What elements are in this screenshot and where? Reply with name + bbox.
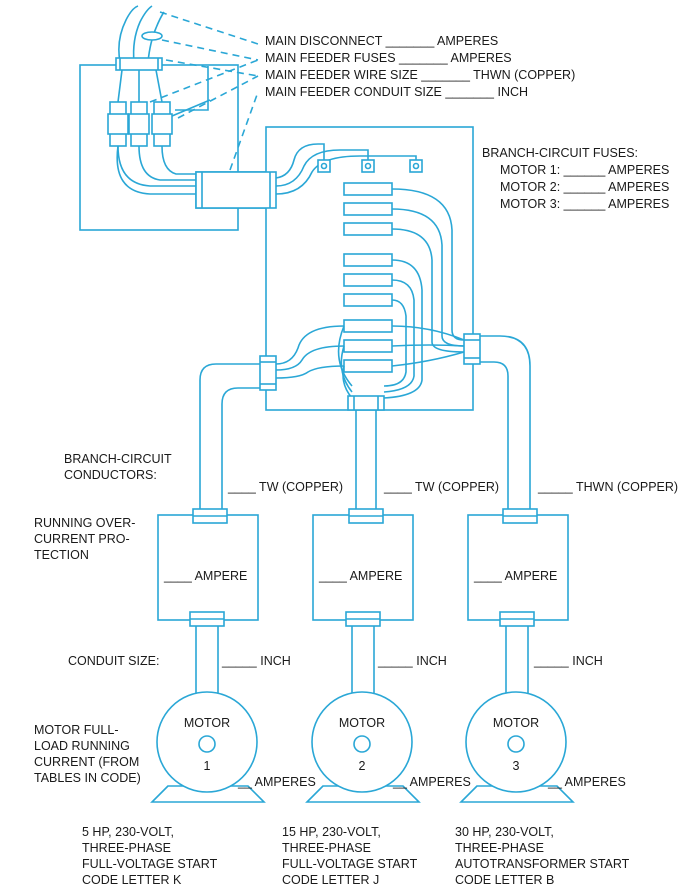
branch-panelboard	[195, 126, 474, 411]
conduit-value-3: _____ INCH	[533, 654, 603, 668]
branch-conductor-value-3: _____ THWN (COPPER)	[537, 480, 678, 494]
motor-1-number: 1	[204, 759, 211, 773]
main-disconnect-box	[79, 5, 239, 231]
motor-current-label-line: CURRENT (FROM	[34, 755, 139, 769]
branch-connector-left	[259, 355, 277, 391]
overcurrent-label-line: CURRENT PRO-	[34, 532, 130, 546]
main-fuse-icon	[107, 101, 129, 147]
motor-current-value-2: __ AMPERES	[392, 775, 471, 789]
motor-spec-line: 5 HP, 230-VOLT,	[82, 825, 174, 839]
motor-current-label-line: MOTOR FULL-	[34, 723, 119, 737]
motor-spec-line: CODE LETTER J	[282, 873, 379, 886]
overcurrent-label-line: TECTION	[34, 548, 89, 562]
motor-spec-line: THREE-PHASE	[455, 841, 544, 855]
motor-conduits	[195, 626, 529, 700]
overcurrent-labels: RUNNING OVER- CURRENT PRO- TECTION ____ …	[34, 516, 557, 583]
motor-1-title: MOTOR	[184, 716, 230, 730]
motor-3-title: MOTOR	[493, 716, 539, 730]
branch-conductors-label-line: BRANCH-CIRCUIT	[64, 452, 172, 466]
overcurrent-value-1: ____ AMPERE	[163, 569, 247, 583]
branch-conductors-label-line: CONDUCTORS:	[64, 468, 157, 482]
overcurrent-box-3	[467, 508, 569, 627]
overcurrent-box-2	[312, 508, 414, 627]
motor-spec-line: 30 HP, 230-VOLT,	[455, 825, 554, 839]
branch-connector-right	[463, 333, 481, 365]
motor-titles: MOTOR MOTOR MOTOR 1 2 3	[184, 716, 539, 773]
overcurrent-value-2: ____ AMPERE	[318, 569, 402, 583]
overcurrent-label-line: RUNNING OVER-	[34, 516, 135, 530]
conduit-size-label: CONDUIT SIZE:	[68, 654, 159, 668]
motor-1-icon	[150, 691, 266, 803]
motor-current-labels: MOTOR FULL- LOAD RUNNING CURRENT (FROM T…	[34, 723, 626, 789]
motor-2-title: MOTOR	[339, 716, 385, 730]
overcurrent-box-1	[157, 508, 259, 627]
motor-current-label-line: LOAD RUNNING	[34, 739, 130, 753]
motor-2-spec: 15 HP, 230-VOLT, THREE-PHASE FULL-VOLTAG…	[282, 825, 418, 886]
branch-conduits	[199, 335, 531, 512]
conduit-value-1: _____ INCH	[221, 654, 291, 668]
terminal-lug-icon	[317, 159, 331, 173]
main-fuse-icon	[151, 101, 173, 147]
conduit-labels: CONDUIT SIZE: _____ INCH _____ INCH ____…	[68, 654, 603, 668]
branch-fuses-labels: BRANCH-CIRCUIT FUSES: MOTOR 1: ______ AM…	[482, 146, 669, 211]
branch-fuse-holders	[343, 182, 393, 373]
motor-spec-line: THREE-PHASE	[282, 841, 371, 855]
terminal-lug-icon	[409, 159, 423, 173]
motor-spec-line: FULL-VOLTAGE START	[82, 857, 218, 871]
branch-fuse-motor-3: MOTOR 3: ______ AMPERES	[500, 197, 669, 211]
motor-spec-line: CODE LETTER B	[455, 873, 554, 886]
motor-current-value-1: __ AMPERES	[237, 775, 316, 789]
main-disconnect-label: MAIN DISCONNECT _______ AMPERES	[265, 34, 498, 48]
motor-current-value-3: __ AMPERES	[547, 775, 626, 789]
motor-spec-line: FULL-VOLTAGE START	[282, 857, 418, 871]
main-labels: MAIN DISCONNECT _______ AMPERES MAIN FEE…	[265, 34, 575, 99]
branch-conductors-labels: BRANCH-CIRCUIT CONDUCTORS: ____ TW (COPP…	[64, 452, 678, 494]
motor-2-number: 2	[359, 759, 366, 773]
branch-fuse-motor-2: MOTOR 2: ______ AMPERES	[500, 180, 669, 194]
main-label-leaders	[149, 11, 259, 171]
conduit-value-2: _____ INCH	[377, 654, 447, 668]
terminal-lug-icon	[361, 159, 375, 173]
motor-spec-line: THREE-PHASE	[82, 841, 171, 855]
main-fuse-icon	[128, 101, 150, 147]
motor-1-spec: 5 HP, 230-VOLT, THREE-PHASE FULL-VOLTAGE…	[82, 825, 218, 886]
branch-conductor-value-2: ____ TW (COPPER)	[383, 480, 499, 494]
main-feeder-fuses-label: MAIN FEEDER FUSES _______ AMPERES	[265, 51, 512, 65]
main-feeder-conduit-label: MAIN FEEDER CONDUIT SIZE _______ INCH	[265, 85, 528, 99]
motor-spec-line: CODE LETTER K	[82, 873, 182, 886]
main-feeder-wire-label: MAIN FEEDER WIRE SIZE _______ THWN (COPP…	[265, 68, 575, 82]
branch-fuses-title: BRANCH-CIRCUIT FUSES:	[482, 146, 638, 160]
motor-current-label-line: TABLES IN CODE)	[34, 771, 141, 785]
motor-spec-line: AUTOTRANSFORMER START	[455, 857, 630, 871]
motor-3-spec: 30 HP, 230-VOLT, THREE-PHASE AUTOTRANSFO…	[455, 825, 630, 886]
branch-conductor-value-1: ____ TW (COPPER)	[227, 480, 343, 494]
overcurrent-value-3: ____ AMPERE	[473, 569, 557, 583]
branch-fuse-motor-1: MOTOR 1: ______ AMPERES	[500, 163, 669, 177]
motor-2-icon	[305, 691, 421, 803]
motor-3-icon	[459, 691, 575, 803]
motor-3-number: 3	[513, 759, 520, 773]
branch-connector-bottom	[347, 395, 385, 411]
motor-spec-line: 15 HP, 230-VOLT,	[282, 825, 381, 839]
